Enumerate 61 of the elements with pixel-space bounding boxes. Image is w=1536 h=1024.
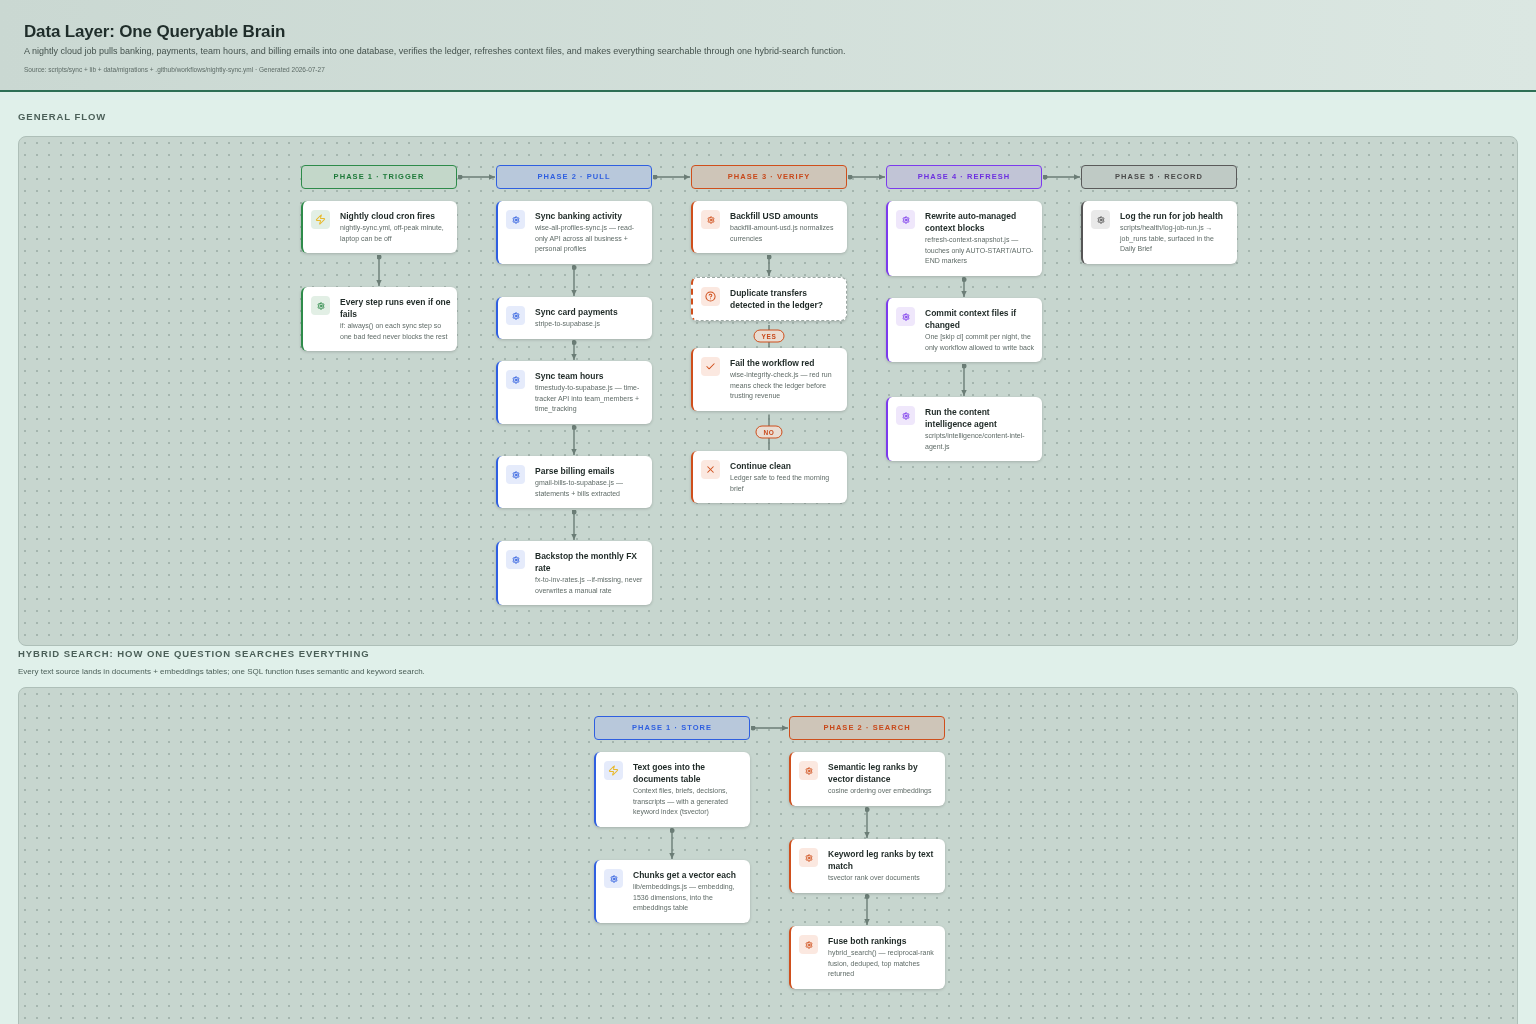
page-description: A nightly cloud job pulls banking, payments, team hours, and billing emails into one database, verifies the ledger, refreshes context files, and makes everything searchable through one hybrid-search function.: [24, 45, 846, 58]
step-title: Semantic leg ranks by vector distance: [828, 761, 919, 785]
step-card: [496, 541, 652, 605]
step-title: Rewrite auto-managed context blocks: [925, 210, 1018, 234]
step-card: [594, 860, 750, 923]
step-title: Commit context files if changed: [925, 307, 1018, 331]
section-subtitle: Every text source lands in documents + embeddings tables; one SQL function fuses semantic and keyword search.: [18, 666, 426, 677]
connector-arrow: [766, 254, 772, 277]
step-card: [789, 926, 945, 989]
step-card: [691, 348, 847, 411]
connector-arrow: [961, 277, 967, 298]
step-title: Every step runs even if one fails: [340, 296, 451, 320]
connector-arrow: [847, 174, 886, 180]
connector-arrow: [669, 828, 675, 860]
connector-arrow: [571, 509, 577, 541]
step-title: Chunks get a vector each: [633, 869, 737, 881]
step-title: Nightly cloud cron fires: [340, 210, 436, 222]
step-title: Log the run for job health: [1120, 210, 1224, 222]
step-title: Duplicate transfers detected in the ledger?: [730, 287, 825, 311]
step-card: [886, 201, 1042, 276]
step-title: Run the content intelligence agent: [925, 406, 998, 430]
connector-arrow: [571, 425, 577, 456]
step-title: Backstop the monthly FX rate: [535, 550, 638, 574]
section-heading: GENERAL FLOW: [18, 110, 108, 124]
connector-arrow: [571, 340, 577, 361]
step-card: [496, 361, 652, 424]
step-title: Text goes into the documents table: [633, 761, 707, 785]
connector-arrow: [457, 174, 496, 180]
connector-arrow: [1042, 174, 1081, 180]
section-heading: HYBRID SEARCH: HOW ONE QUESTION SEARCHES EVERYTHING: [18, 647, 371, 661]
decision-card: [691, 277, 847, 321]
step-title: Sync card payments: [535, 306, 619, 318]
step-title: Fail the workflow red: [730, 357, 816, 369]
step-card: [789, 839, 945, 893]
step-title: Fuse both rankings: [828, 935, 908, 947]
step-card: [496, 297, 652, 339]
step-card: [691, 451, 847, 503]
connector-arrow: [652, 174, 691, 180]
step-card: [789, 752, 945, 806]
step-card: [301, 287, 457, 351]
step-card: [301, 201, 457, 253]
step-card: [886, 397, 1042, 461]
step-title: Sync team hours: [535, 370, 605, 382]
step-title: Sync banking activity: [535, 210, 623, 222]
step-card: [886, 298, 1042, 362]
step-card: [691, 201, 847, 253]
connector-arrow: [864, 807, 870, 839]
step-title: Keyword leg ranks by text match: [828, 848, 935, 872]
step-title: Backfill USD amounts: [730, 210, 820, 222]
connector-arrow: [376, 254, 382, 287]
step-card: [496, 201, 652, 264]
step-card: [1081, 201, 1237, 264]
step-card: [594, 752, 750, 827]
step-title: Continue clean: [730, 460, 792, 472]
connector-arrow: [864, 894, 870, 926]
connector-arrow: [750, 725, 789, 731]
step-card: [496, 456, 652, 508]
page-title: Data Layer: One Queryable Brain: [24, 21, 286, 43]
connector-arrow: [571, 265, 577, 297]
connector-arrow: [961, 363, 967, 397]
step-title: Parse billing emails: [535, 465, 616, 477]
